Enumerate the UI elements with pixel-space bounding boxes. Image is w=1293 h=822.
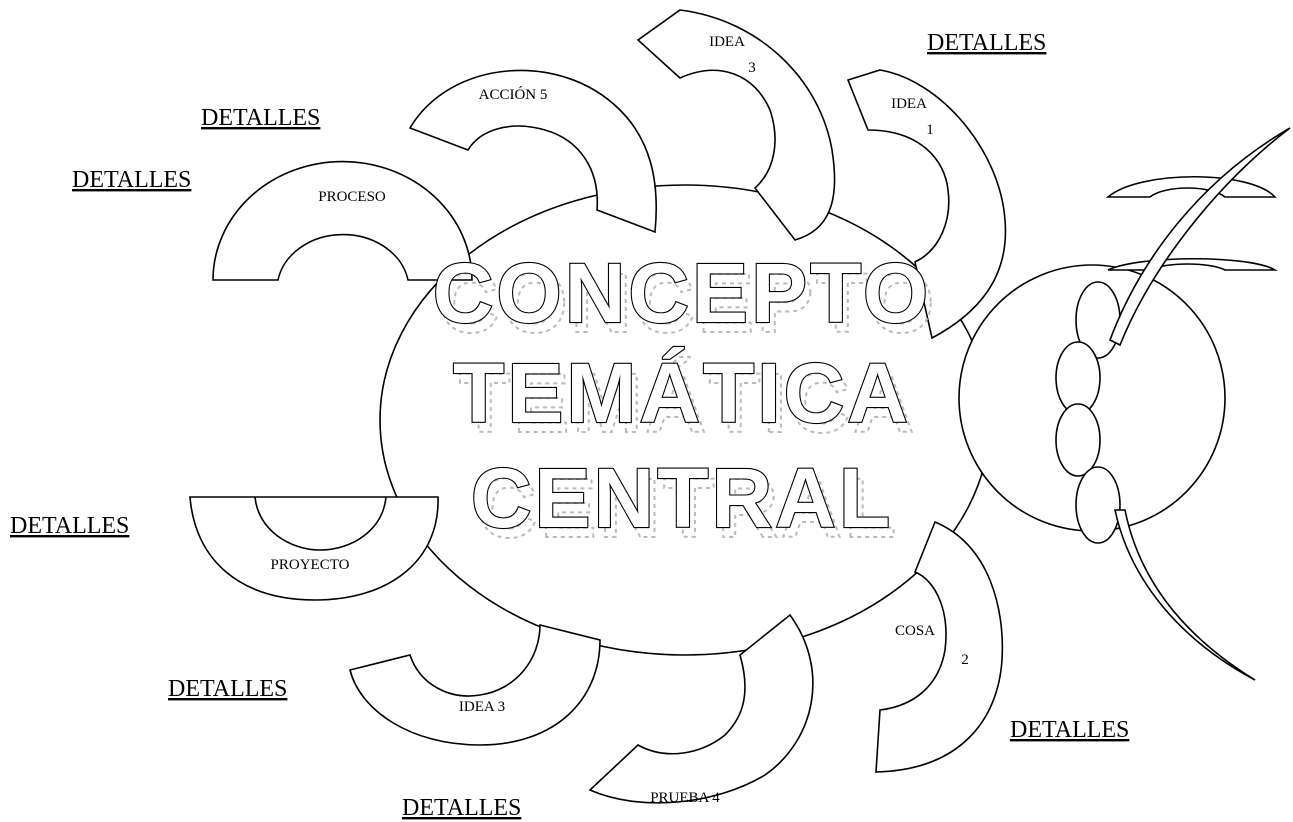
central-line3: CENTRAL [471, 451, 893, 545]
proceso-arc [212, 160, 473, 281]
accion5-arc [408, 69, 658, 234]
prueba4-arc [588, 613, 814, 804]
idea3-top-arc [636, 9, 836, 241]
label-cosa2-b: 2 [961, 652, 969, 668]
detalles-left-middle: DETALLES [10, 513, 129, 539]
central-line1: CONCEPTO [433, 246, 932, 340]
idea1-arc [846, 69, 1007, 340]
label-idea3-top-b: 3 [748, 60, 756, 76]
central-title: CONCEPTO CONCEPTO TEMÁTICA TEMÁTICA CENT… [432, 245, 938, 556]
detalles-bottom-left: DETALLES [168, 676, 287, 702]
side-middle-arc [1107, 257, 1278, 271]
central-line2-shadow: TEMÁTICA [459, 356, 917, 450]
central-line2: TEMÁTICA [453, 346, 911, 440]
idea3-bottom-arc [349, 623, 601, 746]
detalles-top-left: DETALLES [201, 105, 320, 131]
detalles-left-upper: DETALLES [72, 167, 191, 193]
cosa2-arc [875, 520, 1004, 773]
label-cosa2-a: COSA [895, 623, 935, 639]
detalles-bottom-right: DETALLES [1010, 717, 1129, 743]
label-proyecto: PROYECTO [271, 557, 350, 573]
label-idea1-a: IDEA [891, 96, 927, 112]
label-prueba4: PRUEBA 4 [650, 790, 720, 806]
label-idea3-top-a: IDEA [709, 34, 745, 50]
label-proceso: PROCESO [318, 189, 386, 205]
detalles-bottom-center: DETALLES [402, 795, 521, 821]
strand-top [1108, 127, 1291, 347]
central-line3-shadow: CENTRAL [477, 461, 899, 555]
bead-3 [1055, 403, 1101, 477]
detalles-top-right: DETALLES [927, 30, 1046, 56]
proyecto-arc [189, 496, 439, 601]
central-line1-shadow: CONCEPTO [439, 256, 938, 350]
label-accion5: ACCIÓN 5 [479, 86, 548, 103]
strand-bottom [1114, 509, 1256, 681]
label-idea1-b: 1 [926, 122, 934, 138]
label-idea3-bottom: IDEA 3 [459, 699, 505, 715]
side-top-arc [1105, 175, 1277, 198]
bead-4 [1075, 466, 1121, 544]
